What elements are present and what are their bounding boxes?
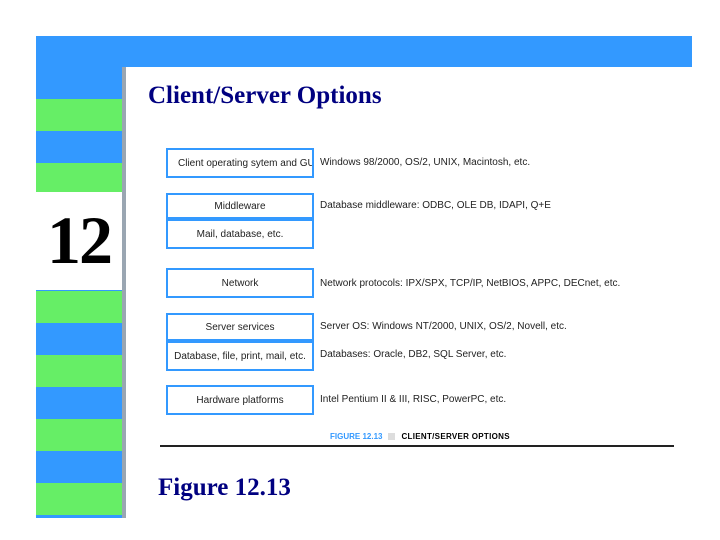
box-network: Network	[166, 268, 314, 298]
desc-middleware: Database middleware: ODBC, OLE DB, IDAPI…	[320, 200, 551, 211]
desc-client-os: Windows 98/2000, OS/2, UNIX, Macintosh, …	[320, 157, 531, 168]
top-accent-bar	[36, 36, 692, 67]
slide-title: Client/Server Options	[148, 82, 382, 109]
caption-separator-square	[388, 433, 396, 441]
chapter-number: 12	[36, 192, 122, 290]
box-mail-database: Mail, database, etc.	[166, 219, 314, 249]
figure-caption-title: CLIENT/SERVER OPTIONS	[401, 432, 510, 441]
figure-caption: FIGURE 12.13 CLIENT/SERVER OPTIONS	[330, 432, 510, 441]
box-middleware: Middleware	[166, 193, 314, 219]
figure-caption-number: FIGURE 12.13	[330, 432, 383, 441]
desc-database-file-print: Databases: Oracle, DB2, SQL Server, etc.	[320, 349, 507, 360]
slide-caption: Figure 12.13	[158, 474, 291, 501]
box-server-services: Server services	[166, 313, 314, 341]
desc-hardware-platforms: Intel Pentium II & III, RISC, PowerPC, e…	[320, 394, 507, 405]
figure-rule	[160, 445, 674, 447]
box-client-os: Client operating sytem and GUI	[166, 148, 314, 178]
box-database-file-print: Database, file, print, mail, etc.	[166, 341, 314, 371]
desc-network: Network protocols: IPX/SPX, TCP/IP, NetB…	[320, 278, 621, 289]
side-striped-bar	[36, 67, 122, 518]
box-hardware-platforms: Hardware platforms	[166, 385, 314, 415]
desc-server-services: Server OS: Windows NT/2000, UNIX, OS/2, …	[320, 321, 567, 332]
side-bar-shadow	[122, 67, 126, 518]
